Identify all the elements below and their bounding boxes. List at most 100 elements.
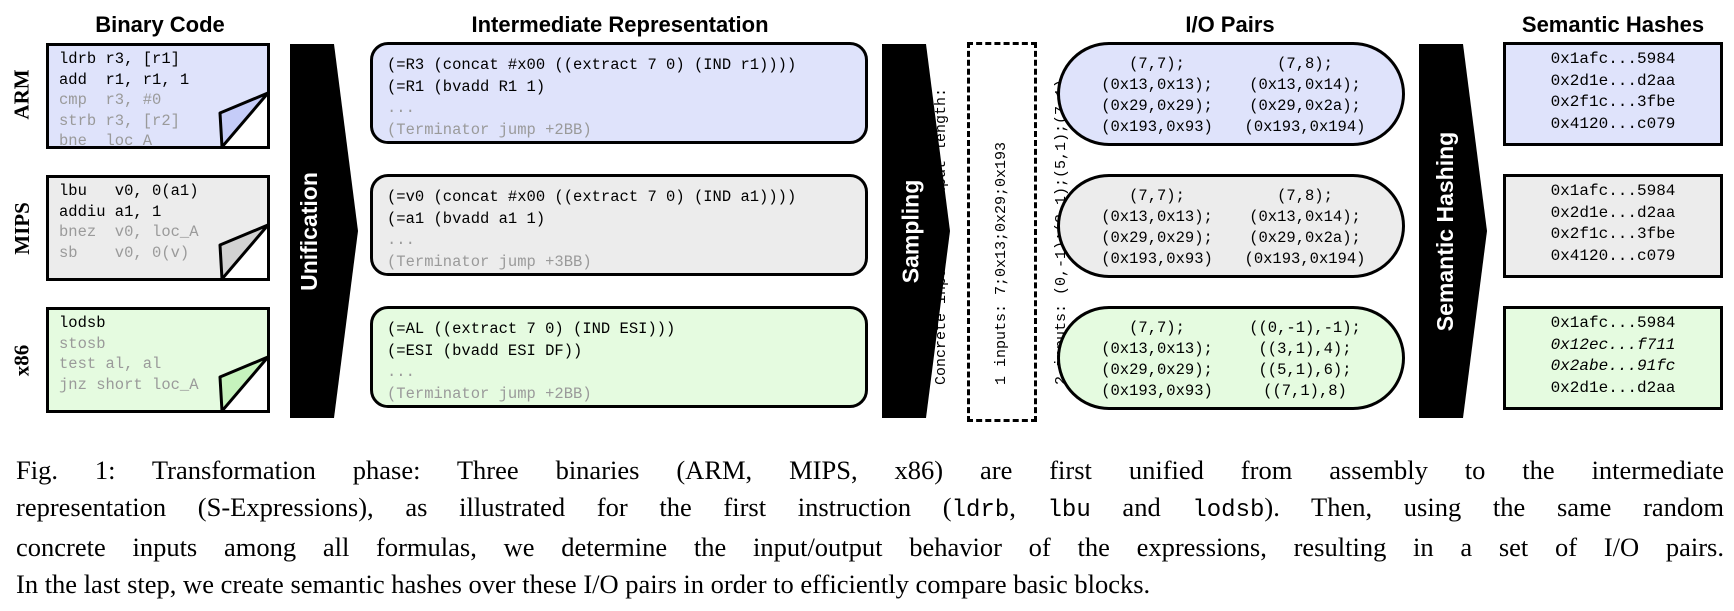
io-pair-left: (7,7); xyxy=(1129,55,1185,73)
mips-io-row: (7,7); (7,8); xyxy=(1060,186,1402,207)
io-pair-left: (0x13,0x13); xyxy=(1101,340,1213,358)
page-fold-icon xyxy=(218,355,267,410)
arm-io-box: (7,7); (7,8); (0x13,0x13); (0x13,0x14); (0x2… xyxy=(1057,42,1405,146)
io-pair-right: (0x13,0x14); xyxy=(1249,76,1361,94)
x86-io-row: (0x13,0x13); ((3,1),4); xyxy=(1060,339,1402,360)
row-label-x86: x86 xyxy=(9,344,34,376)
concrete-inputs-title: Concrete inputs per input length: xyxy=(933,87,950,386)
arm-hash-value: 0x2d1e...d2aa xyxy=(1550,71,1676,90)
semantic-hashing-label: Semantic Hashing xyxy=(1432,131,1459,331)
x86-code-line: test al, al xyxy=(59,355,162,373)
arm-hash-value: 0x2f1c...3fbe xyxy=(1550,93,1676,111)
caption-code-ldrb: ldrb xyxy=(951,497,1010,524)
x86-hash-value: 0x1afc...5984 xyxy=(1550,314,1676,332)
x86-code-box: lodsb stosb test al, al jnz short loc_A xyxy=(46,307,270,413)
io-pair-left: (0x29,0x29); xyxy=(1101,229,1213,247)
mips-io-box: (7,7); (7,8); (0x13,0x13);(0x13,0x14);(0x2… xyxy=(1057,174,1405,278)
sampling-arrow xyxy=(882,44,950,418)
x86-io-row: (7,7); ((0,-1),-1); xyxy=(1060,318,1402,339)
io-pair-left: (0x29,0x29); xyxy=(1101,97,1213,115)
caption-line-3: concrete inputs among all formulas, we d… xyxy=(16,532,1724,562)
arm-io-row: (0x13,0x13); (0x13,0x14); xyxy=(1060,75,1402,96)
mips-io-row: (0x13,0x13);(0x13,0x14); xyxy=(1060,207,1402,228)
x86-ir-line: ... xyxy=(387,363,415,381)
arm-io-row: (0x193,0x93) (0x193,0x194) xyxy=(1060,117,1402,138)
x86-code-line: lodsb xyxy=(59,314,106,332)
arm-ir-line: (=R1 (bvadd R1 1) xyxy=(387,77,546,96)
arm-hash-value: 0x4120...c079 xyxy=(1550,114,1676,133)
unification-label: Unification xyxy=(295,171,322,291)
caption-code-lodsb: lodsb xyxy=(1192,497,1265,524)
io-pair-right: ((7,1),8) xyxy=(1263,382,1347,400)
x86-io-row: (0x193,0x93) ((7,1),8) xyxy=(1060,381,1402,402)
x86-io-box: (7,7); ((0,-1),-1); (0x13,0x13); ((3,1),4);… xyxy=(1057,306,1405,410)
semantic-hashes-header: Semantic Hashes xyxy=(1521,12,1705,37)
io-pair-right: ((3,1),4); xyxy=(1258,340,1352,358)
mips-code-line: sb v0, 0(v) xyxy=(59,243,190,262)
mips-hash-value: 0x2d1e...d2aa xyxy=(1550,203,1676,222)
io-pair-right: ((0,-1),-1); xyxy=(1249,319,1361,337)
x86-hash-value: 0x2abe...91fc xyxy=(1550,357,1676,375)
arm-hash-box: 0x1afc...5984 0x2d1e...d2aa 0x2f1c...3fbe 0… xyxy=(1503,42,1723,146)
io-pair-right: (0x193,0x194) xyxy=(1244,118,1366,136)
x86-io-row: (0x29,0x29); ((5,1),6); xyxy=(1060,360,1402,381)
io-pair-left: (7,7); xyxy=(1129,187,1185,205)
io-pair-left: (7,7); xyxy=(1129,319,1185,337)
concrete-inputs-line1: 1 inputs: 7;0x13;0x29;0x193 xyxy=(993,141,1010,386)
binary-code-header: Binary Code xyxy=(95,12,225,37)
arm-code-line: strb r3, [r2] xyxy=(59,111,180,130)
x86-code-line: stosb xyxy=(59,334,106,353)
mips-hash-value: 0x4120...c079 xyxy=(1550,246,1676,265)
io-pair-left: (0x13,0x13); xyxy=(1101,76,1213,94)
mips-code-line: lbu v0, 0(a1) xyxy=(59,182,199,200)
figure-caption: Fig. 1: Transformation phase: Three bina… xyxy=(16,452,1724,603)
row-label-arm: ARM xyxy=(9,68,34,120)
unification-arrow xyxy=(290,44,358,418)
page-fold-icon xyxy=(218,91,267,146)
mips-ir-line: (=v0 (concat #x00 ((extract 7 0) (IND a1… xyxy=(387,188,797,206)
semantic-hashing-arrow xyxy=(1419,44,1487,418)
mips-ir-line: (Terminator jump +3BB) xyxy=(387,252,592,271)
arm-ir-box: (=R3 (concat #x00 ((extract 7 0) (IND r1… xyxy=(370,42,868,144)
x86-ir-line: (=AL ((extract 7 0) (IND ESI))) xyxy=(387,320,676,338)
arm-ir-line: (Terminator jump +2BB) xyxy=(387,120,592,139)
caption-line-2: representation (S-Expressions), as illus… xyxy=(16,492,1725,524)
arm-code-line: bne loc_A xyxy=(59,132,153,149)
mips-code-line: bnez v0, loc_A xyxy=(59,223,199,241)
mips-code-line: addiu a1, 1 xyxy=(59,202,162,221)
arm-code-line: ldrb r3, [r1] xyxy=(59,50,180,68)
arm-ir-line: ... xyxy=(387,99,415,117)
mips-io-row: (0x193,0x93)(0x193,0x194) xyxy=(1060,249,1402,270)
concrete-inputs-box xyxy=(967,42,1037,422)
io-pair-right: (7,8); xyxy=(1277,55,1333,73)
io-pair-right: (0x29,0x2a); xyxy=(1249,229,1361,247)
concrete-inputs-text: Concrete inputs per input length: 1 inpu… xyxy=(933,42,1070,422)
arm-code-box: ldrb r3, [r1] add r1, r1, 1 cmp r3, #0 strb… xyxy=(46,43,270,149)
arm-ir-line: (=R3 (concat #x00 ((extract 7 0) (IND r1… xyxy=(387,56,797,74)
io-pair-left: (0x193,0x93) xyxy=(1101,382,1213,400)
page-fold-icon xyxy=(218,223,267,278)
x86-hash-value: 0x2d1e...d2aa xyxy=(1550,378,1676,397)
row-label-mips: MIPS xyxy=(9,201,34,255)
io-pair-left: (0x29,0x29); xyxy=(1101,361,1213,379)
arm-io-row: (0x29,0x29); (0x29,0x2a); xyxy=(1060,96,1402,117)
caption-code-lbu: lbu xyxy=(1047,497,1091,524)
io-pair-right: (0x193,0x194) xyxy=(1244,250,1366,268)
x86-ir-line: (Terminator jump +2BB) xyxy=(387,384,592,403)
io-pair-right: (7,8); xyxy=(1277,187,1333,205)
arm-code-line: add r1, r1, 1 xyxy=(59,70,190,89)
io-pair-right: (0x29,0x2a); xyxy=(1249,97,1361,115)
io-pair-left: (0x193,0x93) xyxy=(1101,118,1213,136)
io-pair-right: (0x13,0x14); xyxy=(1249,208,1361,226)
mips-ir-line: ... xyxy=(387,231,415,249)
x86-code-line: jnz short loc_A xyxy=(59,375,199,394)
arm-hash-value: 0x1afc...5984 xyxy=(1550,50,1676,68)
mips-ir-box: (=v0 (concat #x00 ((extract 7 0) (IND a1… xyxy=(370,174,868,276)
caption-line-4: In the last step, we create semantic has… xyxy=(16,569,1151,599)
x86-ir-box: (=AL ((extract 7 0) (IND ESI)))(=ESI (bv… xyxy=(370,306,868,408)
io-pair-right: ((5,1),6); xyxy=(1258,361,1352,379)
arm-code-line: cmp r3, #0 xyxy=(59,91,162,109)
